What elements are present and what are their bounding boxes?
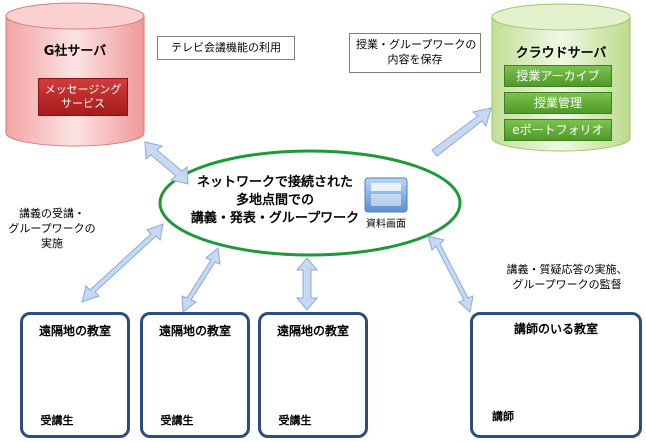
network-line2: 多地点間での	[235, 193, 314, 208]
arrow-network-room1	[81, 223, 164, 303]
cloud-item-eportfolio: eポートフォリオ	[504, 119, 612, 141]
attend-lecture-note: 講義の受講・ グループワークの 実施	[2, 206, 102, 251]
instructor-classroom	[470, 312, 642, 438]
network-line1: ネットワークで接続された	[196, 175, 353, 190]
remote-classroom-2-title: 遠隔地の教室	[158, 324, 231, 338]
messaging-service-line2: サービス	[61, 97, 105, 110]
remote-classroom-3-person: 受講生	[278, 414, 312, 427]
attend-lecture-line2: グループワークの	[8, 222, 96, 235]
remote-classroom-3-title: 遠隔地の教室	[276, 324, 349, 338]
remote-classroom-3	[258, 312, 368, 438]
g-server-title: G社サーバ	[43, 44, 107, 59]
arrow-network-room3	[295, 257, 319, 311]
network-line3: 講義・発表・グループワーク	[190, 211, 360, 226]
messaging-service-panel: メッセージング サービス	[38, 78, 128, 116]
remote-classroom-2	[140, 312, 250, 438]
remote-classroom-1-person: 受講生	[40, 414, 74, 427]
arrow-gserver-network	[144, 141, 189, 185]
remote-classroom-1-title: 遠隔地の教室	[38, 324, 111, 338]
cloud-item-archive: 授業アーカイブ	[504, 65, 612, 87]
tv-conference-note: テレビ会議機能の利用	[157, 36, 295, 60]
cloud-server-title: クラウドサーバ	[515, 46, 607, 61]
remote-classroom-1	[20, 312, 130, 438]
network-description: ネットワークで接続された 多地点間での 講義・発表・グループワーク	[180, 174, 370, 228]
lecture-supervision-line1: 講義・質疑応答の実施、	[506, 263, 628, 276]
arrow-network-instructor	[427, 235, 474, 313]
attend-lecture-line3: 実施	[41, 237, 63, 250]
attend-lecture-line1: 講義の受講・	[19, 207, 85, 220]
g-server-cylinder	[5, 2, 145, 147]
save-content-note: 授業・グループワークの 内容を保存	[349, 33, 481, 73]
remote-classroom-2-person: 受講生	[160, 414, 194, 427]
instructor-classroom-title: 講師のいる教室	[513, 322, 598, 336]
network-ellipse	[158, 149, 462, 257]
messaging-service-line1: メッセージング	[44, 83, 122, 96]
document-screen-label: 資料画面	[366, 219, 406, 230]
cloud-item-management: 授業管理	[504, 92, 612, 114]
instructor-person: 講師	[492, 410, 514, 423]
arrow-network-cloud	[431, 107, 492, 157]
save-content-line1: 授業・グループワークの	[356, 38, 477, 51]
lecture-supervision-note: 講義・質疑応答の実施、 グループワークの監督	[494, 260, 640, 298]
save-content-line2: 内容を保存	[387, 53, 443, 66]
document-screen-icon	[364, 177, 408, 213]
lecture-supervision-line2: グループワークの監督	[512, 278, 622, 291]
arrow-network-room2	[181, 247, 221, 313]
